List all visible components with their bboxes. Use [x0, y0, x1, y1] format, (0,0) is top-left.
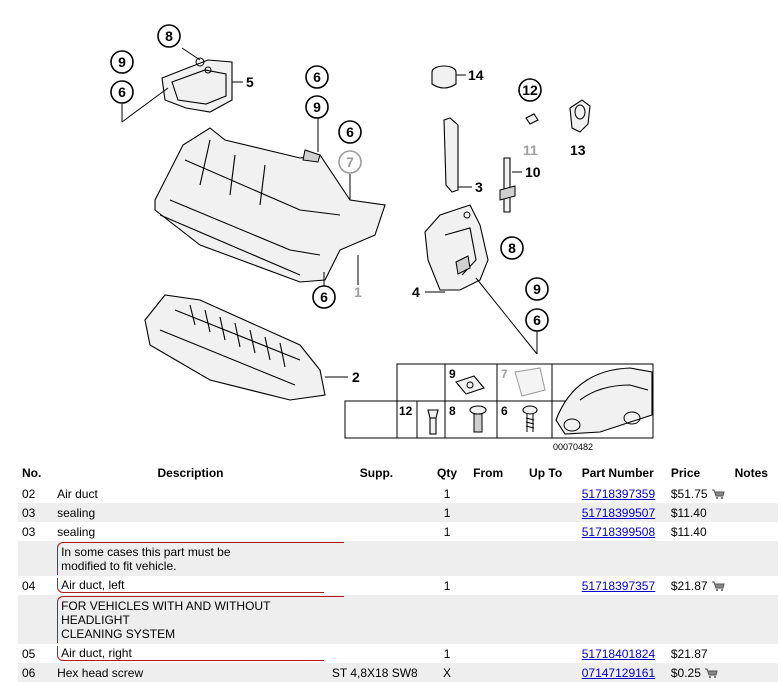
svg-text:6: 6 [320, 289, 328, 305]
parts-table: No. Description Supp. Qty From Up To Par… [18, 461, 778, 682]
cart-icon[interactable] [711, 489, 725, 500]
svg-text:6: 6 [501, 404, 508, 418]
leader-lines [121, 47, 538, 355]
part-1-air-duct [154, 127, 386, 285]
svg-text:8: 8 [165, 28, 173, 44]
label-11: 11 [523, 142, 538, 158]
note-row: In some cases this part must be modified… [18, 541, 778, 576]
callout-6-mid[interactable]: 6 [305, 65, 329, 89]
note-row: FOR VEHICLES WITH AND WITHOUT HEADLIGHT … [18, 595, 778, 644]
table-header: No. Description Supp. Qty From Up To Par… [18, 461, 778, 484]
svg-text:8: 8 [449, 404, 456, 418]
col-part-number: Part Number [581, 465, 654, 480]
col-price: Price [670, 465, 701, 480]
fastener-legend: 9 7 12 8 6 00070482 [344, 363, 654, 452]
part-3-strip [443, 117, 472, 193]
part-number-link[interactable]: 07147129161 [581, 665, 656, 680]
callout-8-top[interactable]: 8 [157, 24, 181, 48]
part-13-holder [569, 99, 591, 133]
table-row: 03 sealing 1 51718399507 $11.40 [18, 503, 778, 522]
label-14: 14 [468, 67, 484, 83]
part-number-link[interactable]: 51718397359 [581, 486, 656, 501]
callout-9-mid[interactable]: 9 [305, 95, 329, 119]
note-box: FOR VEHICLES WITH AND WITHOUT HEADLIGHT … [57, 596, 345, 643]
note-box: In some cases this part must be modified… [57, 542, 345, 575]
label-5: 5 [246, 74, 254, 90]
label-1: 1 [354, 284, 362, 300]
part-14-cap [431, 65, 466, 89]
label-2: 2 [352, 369, 360, 385]
col-no: No. [22, 465, 42, 480]
col-description: Description [157, 465, 224, 480]
col-notes: Notes [734, 465, 768, 480]
diagram-id: 00070482 [553, 442, 593, 452]
callout-6-bottom[interactable]: 6 [312, 285, 336, 309]
callout-12[interactable]: 12 [518, 78, 542, 102]
col-upto: Up To [529, 465, 563, 480]
callout-6-right[interactable]: 6 [338, 120, 362, 144]
svg-text:6: 6 [118, 84, 126, 100]
callout-6-right-low[interactable]: 6 [525, 308, 549, 332]
part-5-bracket [161, 57, 243, 113]
table-row: 05 Air duct, right 1 51718401824 $21.87 [22, 646, 708, 661]
part-12-small-clip [525, 113, 539, 125]
svg-text:6: 6 [533, 312, 541, 328]
label-4: 4 [412, 284, 420, 300]
callout-8-right[interactable]: 8 [500, 236, 524, 260]
svg-text:9: 9 [313, 99, 321, 115]
svg-text:12: 12 [522, 82, 538, 98]
callout-7[interactable]: 7 [338, 150, 362, 174]
cart-icon[interactable] [711, 581, 725, 592]
callout-9-right[interactable]: 9 [525, 277, 549, 301]
col-from: From [473, 465, 504, 480]
svg-text:12: 12 [399, 404, 413, 418]
label-13: 13 [570, 142, 586, 158]
table-row: 03 sealing 1 51718399508 $11.40 [22, 524, 707, 539]
svg-text:7: 7 [346, 154, 354, 170]
col-supp: Supp. [359, 465, 394, 480]
col-qty: Qty [437, 465, 458, 480]
table-row: 04 Air duct, left 1 51718397357 $21.87 [18, 576, 778, 595]
table-row: 06 Hex head screw ST 4,8X18 SW8 X 071471… [18, 663, 778, 682]
part-number-link[interactable]: 51718399507 [581, 505, 656, 520]
label-3: 3 [475, 179, 483, 195]
part-number-link[interactable]: 51718399508 [581, 524, 656, 539]
svg-text:6: 6 [346, 124, 354, 140]
label-10: 10 [525, 164, 541, 180]
cart-icon[interactable] [704, 668, 718, 679]
svg-text:9: 9 [118, 54, 126, 70]
callout-6-left[interactable]: 6 [110, 80, 134, 104]
part-number-link[interactable]: 51718397357 [581, 578, 656, 593]
part-4-air-duct [424, 204, 489, 293]
part-10-clip [499, 157, 522, 213]
part-number-link[interactable]: 51718401824 [581, 646, 656, 661]
svg-text:8: 8 [508, 240, 516, 256]
callout-9-left[interactable]: 9 [110, 50, 134, 74]
svg-text:9: 9 [533, 281, 541, 297]
part-2-air-duct [144, 294, 348, 401]
svg-text:6: 6 [313, 69, 321, 85]
svg-text:7: 7 [501, 367, 508, 381]
parts-diagram: 8 9 6 6 9 6 7 6 12 11 13 8 9 6 5 14 3 10… [110, 24, 654, 452]
table-row: 02 Air duct 1 51718397359 $51.75 [18, 484, 778, 503]
svg-text:9: 9 [449, 367, 456, 381]
